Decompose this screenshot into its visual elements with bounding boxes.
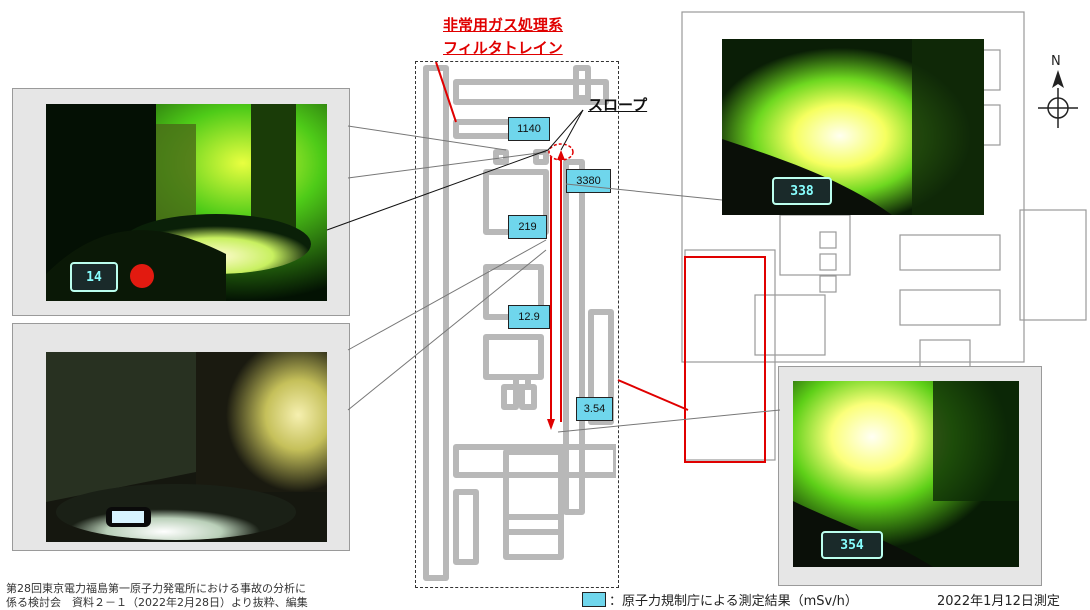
dosimeter-display-left: 14	[70, 262, 118, 292]
dosimeter-reading: 354	[840, 537, 864, 553]
photo-right-top: 338	[722, 39, 984, 215]
dosimeter-display-right-top: 338	[772, 177, 832, 205]
legend-swatch	[582, 592, 606, 607]
photo-left-bottom	[46, 352, 327, 542]
slope-label: スロープ	[588, 96, 648, 114]
compass-arrow-icon	[1052, 70, 1064, 88]
photo-right-bottom: 354	[793, 381, 1019, 567]
photo-left-bottom-image	[46, 352, 327, 542]
measurement-box: 1140	[508, 117, 550, 141]
diagram-title-line2: フィルタトレイン	[443, 39, 563, 57]
legend: ：原子力規制庁による測定結果（mSv/h）	[582, 590, 858, 609]
photo-left-top: 14	[46, 104, 327, 301]
source-caption: 第28回東京電力福島第一原子力発電所における事故の分析に 係る検討会 資料２－１…	[6, 582, 308, 610]
measurement-date: 2022年1月12日測定	[937, 594, 1060, 609]
photo-left-top-image	[46, 104, 327, 301]
floor-plan-drawing	[423, 62, 616, 581]
floor-plan-frame	[415, 61, 619, 588]
dosimeter-reading: 14	[86, 269, 102, 285]
dosimeter-display-right-bottom: 354	[821, 531, 883, 559]
measurement-box: 3380	[566, 169, 611, 193]
source-caption-line2: 係る検討会 資料２－１（2022年2月28日）より抜粋、編集	[6, 596, 308, 609]
compass-icon	[1038, 88, 1078, 128]
measurement-box: 12.9	[508, 305, 550, 329]
measurement-box: 219	[508, 215, 547, 239]
source-caption-line1: 第28回東京電力福島第一原子力発電所における事故の分析に	[6, 582, 306, 595]
dosimeter-reading: 338	[790, 183, 814, 199]
measurement-box: 3.54	[576, 397, 613, 421]
north-label: N	[1051, 54, 1061, 69]
diagram-title-line1: 非常用ガス処理系	[443, 16, 564, 34]
legend-text: ：原子力規制庁による測定結果（mSv/h）	[609, 594, 858, 609]
